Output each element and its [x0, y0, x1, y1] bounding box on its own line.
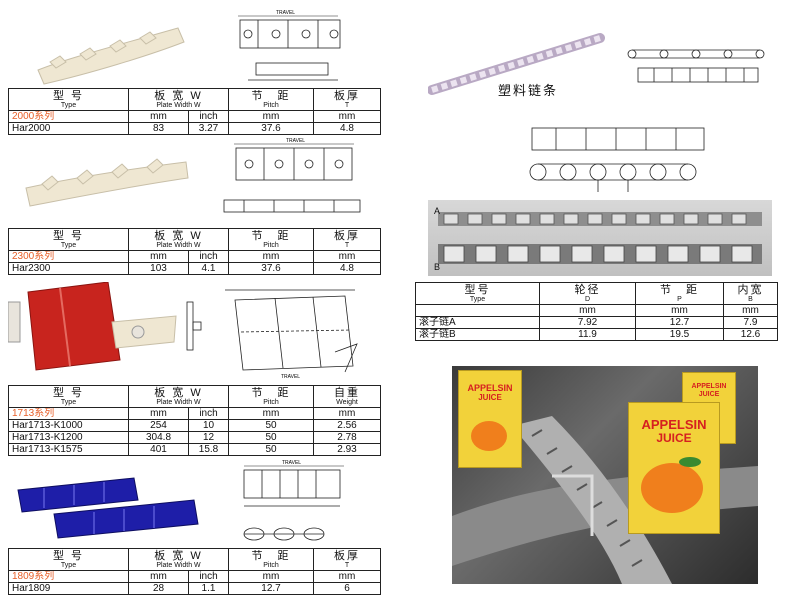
conveyor-photo: APPELSIN JUICE APPELSIN JUICE APPELSIN J… [452, 366, 758, 584]
juice-carton-left: APPELSIN JUICE [458, 370, 522, 468]
plastic-chain-photo [428, 33, 605, 95]
leaf-icon [679, 457, 701, 467]
chain-1809-photo [17, 477, 199, 539]
series-label: 2000系列 [8, 110, 129, 123]
photo-label-b: B [434, 262, 441, 272]
chain-1713-drawing: TRAVEL [186, 289, 358, 380]
orange-icon [641, 463, 703, 513]
roller-chain-drawing-small [627, 49, 765, 83]
orange-icon [471, 421, 507, 451]
series-label: 1809系列 [8, 570, 129, 583]
photo-label-a: A [434, 206, 441, 216]
chain-1713-photo [8, 282, 177, 371]
travel-label: TRAVEL [276, 10, 295, 16]
roller-chain-a [438, 212, 762, 226]
roller-chain-b [438, 244, 762, 264]
series-label: 2300系列 [8, 250, 129, 263]
series-label: 1713系列 [8, 407, 129, 420]
svg-text:TRAVEL: TRAVEL [282, 460, 301, 466]
roller-chain-drawing [529, 127, 705, 192]
chain-2300-drawing: TRAVEL [223, 138, 361, 213]
chain-2000-photo [37, 27, 185, 85]
chain-2300-photo [25, 158, 189, 207]
svg-text:TRAVEL: TRAVEL [286, 138, 305, 144]
roller-chain-photo: A B [428, 200, 772, 276]
juice-carton-center: APPELSIN JUICE [628, 402, 720, 534]
carton-brand: APPELSIN [467, 383, 513, 393]
chain-1809-drawing: TRAVEL [243, 460, 344, 541]
svg-text:TRAVEL: TRAVEL [281, 374, 300, 380]
carton-product: JUICE [478, 393, 502, 402]
plastic-chain-caption: 塑料链条 [498, 83, 559, 98]
chain-2000-drawing: TRAVEL [238, 10, 341, 81]
